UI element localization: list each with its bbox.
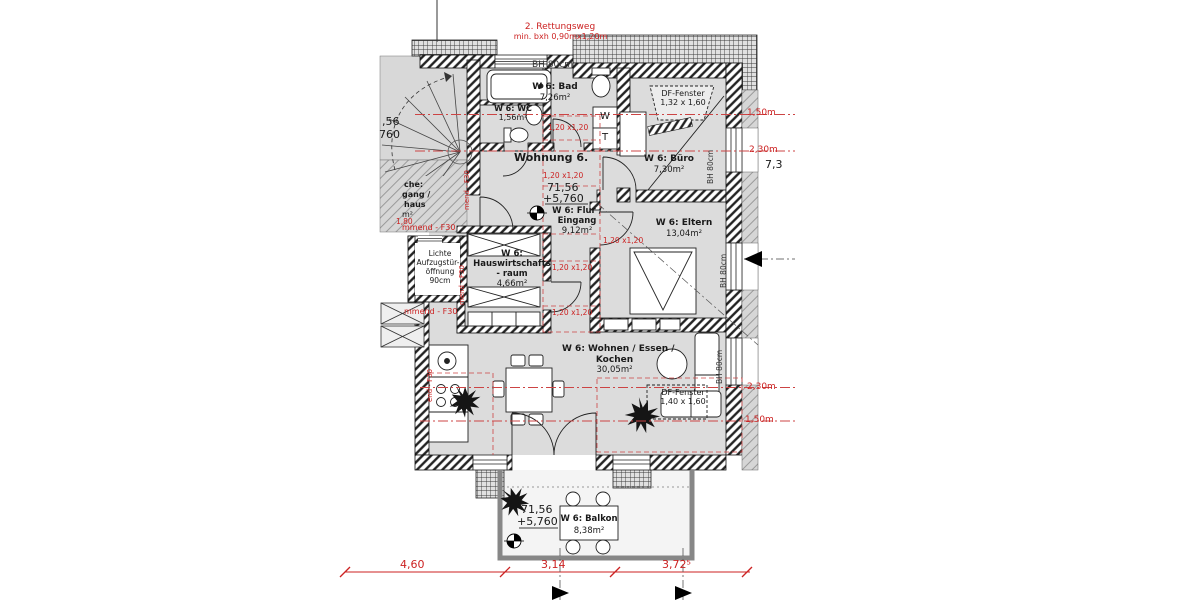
washer-label: W xyxy=(600,111,610,122)
df-window-top-size: 1,32 x 1,60 xyxy=(660,98,706,107)
fire-rating-a: mmend - F30 xyxy=(402,223,456,232)
cut-text-2: gang / xyxy=(402,190,431,199)
skylight-size-1: 1,20 x1,20 xyxy=(548,123,589,132)
lift-door-label-4: 90cm xyxy=(429,276,451,285)
dryer-label: T xyxy=(601,132,609,143)
parapet-height-buero: BH 80cm xyxy=(706,149,715,184)
room-hwr-area: 4,66m² xyxy=(496,279,528,289)
cut-text-4: m² xyxy=(402,210,413,219)
rescue-route-label: 2. Rettungsweg xyxy=(524,22,596,32)
df-window-bottom-label: DF-Fenster xyxy=(661,388,705,397)
fire-rating-v1: mend - F30 xyxy=(463,170,471,210)
room-wc-area: 1,56m² xyxy=(498,113,528,122)
skylight-size-2: 1,20 x1,20 xyxy=(543,171,584,180)
level-balkon-elevation: +5,760 xyxy=(517,515,558,528)
room-flur-name1: W 6: Flur / xyxy=(552,206,602,216)
room-bad-area: 7,26m² xyxy=(539,93,571,103)
level-balkon-value: 71,56 xyxy=(521,503,553,516)
rescue-route-size: min. bxh 0,90mx1,20m xyxy=(513,32,608,41)
room-buero-name: W 6: Büro xyxy=(644,154,694,164)
room-buero-area: 7,30m² xyxy=(653,165,685,175)
lift-door-label-3: öffnung xyxy=(425,267,455,276)
dim-bottom-314: 3,14 xyxy=(541,558,566,571)
room-wohnen-name1: W 6: Wohnen / Essen / xyxy=(562,344,675,354)
df-window-top-label: DF-Fenster xyxy=(661,89,705,98)
room-wc-name: W 6: WC xyxy=(494,104,532,113)
skylight-size-5: 1,20 x1,20 xyxy=(552,308,593,317)
room-flur-area: 9,12m² xyxy=(561,226,593,236)
room-flur-name2: Eingang xyxy=(557,216,597,226)
room-hwr-name2: Hauswirtschafts xyxy=(473,259,551,269)
skylight-size-4: 1,20 x1,20 xyxy=(552,263,593,272)
room-eltern-name: W 6: Eltern xyxy=(655,218,713,228)
dim-bottom-460: 4,60 xyxy=(400,558,425,571)
room-balkon-area: 8,38m² xyxy=(573,526,605,536)
dim-right-230-bottom: 2,30m xyxy=(747,382,776,392)
dim-right-150-top: 1,50m xyxy=(747,108,776,118)
room-wohnen-area: 30,05m² xyxy=(596,365,633,375)
cut-level-value: ,56 xyxy=(382,115,400,128)
windows xyxy=(472,54,743,471)
room-bad-name: W 6: Bad xyxy=(532,82,578,92)
room-eltern-area: 13,04m² xyxy=(665,229,703,239)
dim-right-230-top: 2,30m xyxy=(749,145,778,155)
red-dimension-lines xyxy=(339,114,795,578)
dim-bottom-3725: 3,72⁵ xyxy=(662,558,691,571)
room-hwr-name3: - raum xyxy=(496,269,528,279)
parapet-height-eltern: BH 80cm xyxy=(719,253,728,288)
fire-rating-v3: end - F30 xyxy=(426,368,434,402)
fire-rating-b: mmend - F30 xyxy=(404,307,458,316)
lift-door-label-2: Aufzugstür- xyxy=(416,258,460,267)
room-hwr-name1: W 6: xyxy=(501,249,523,259)
level-main-elevation: +5,760 xyxy=(543,192,584,205)
doors xyxy=(479,118,637,456)
cut-text-3: haus xyxy=(404,200,426,209)
balcony xyxy=(497,470,695,561)
cut-text-5: 1,80 xyxy=(396,217,413,226)
room-balkon-name: W 6: Balkon xyxy=(560,514,618,524)
section-markers xyxy=(552,203,795,600)
level-marker-icon xyxy=(504,203,588,549)
apartment-title: Wohnung 6. xyxy=(514,151,589,164)
level-main-value: 71,56 xyxy=(547,181,579,194)
fire-rating-v2: mend - F30 xyxy=(458,265,466,305)
parapet-height-top: BH 80cm xyxy=(532,60,573,70)
cut-text-1: che: xyxy=(404,180,424,189)
room-wohnen-name2: Kochen xyxy=(595,355,634,365)
df-window-bottom-size: 1,40 x 1,60 xyxy=(660,397,706,406)
lift-door-label-1: Lichte xyxy=(428,249,452,258)
cut-level-elevation: 760 xyxy=(379,128,400,141)
dim-right-150-bottom: 1,50m xyxy=(745,415,774,425)
skylight-size-3: 1,20 x1,20 xyxy=(603,236,644,245)
parapet-height-wohnen: BH 80cm xyxy=(715,349,724,384)
walls xyxy=(407,54,759,471)
left-shelves xyxy=(380,302,425,348)
dim-right-total: 7,3 xyxy=(765,158,783,171)
